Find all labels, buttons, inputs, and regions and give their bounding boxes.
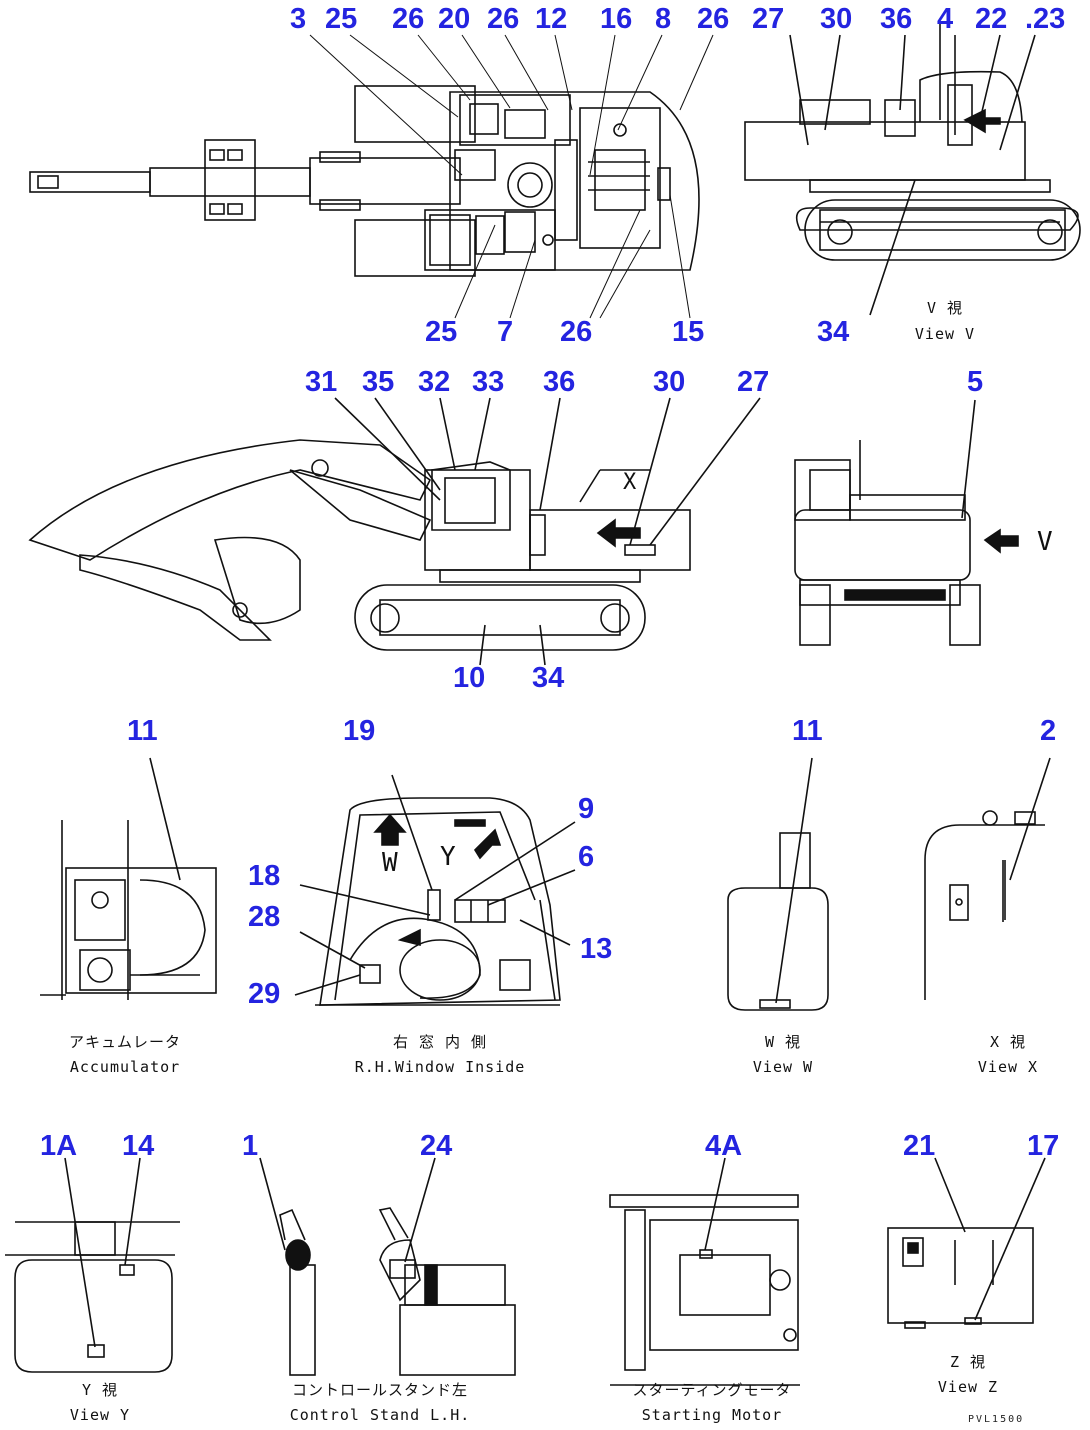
caption-rh-window-jp: 右 窓 内 側 bbox=[392, 1033, 488, 1051]
callout-31: 31 bbox=[305, 366, 338, 398]
caption-view-y-jp: Y 視 bbox=[81, 1381, 119, 1399]
view-x-letter: X bbox=[623, 470, 637, 495]
caption-view-z-jp: Z 視 bbox=[949, 1353, 987, 1371]
callout-18: 18 bbox=[248, 860, 281, 892]
view-w-letter: W bbox=[382, 848, 398, 878]
view-y-letter: Y bbox=[440, 842, 456, 872]
callout-3: 3 bbox=[290, 3, 307, 35]
caption-view-v-en: View V bbox=[914, 325, 976, 343]
window-inside-drawing bbox=[294, 774, 576, 1006]
caption-view-w-en: View W bbox=[752, 1058, 814, 1076]
callout-30: 30 bbox=[820, 3, 853, 35]
callout-9: 9 bbox=[578, 793, 595, 825]
callout-29: 29 bbox=[248, 978, 281, 1010]
callout-4: 4 bbox=[937, 3, 954, 35]
callout-33: 33 bbox=[472, 366, 505, 398]
callout-7: 7 bbox=[497, 316, 514, 348]
callout-21: 21 bbox=[903, 1130, 936, 1162]
callout-14: 14 bbox=[122, 1130, 155, 1162]
callout-36: 36 bbox=[543, 366, 576, 398]
callout-26: 26 bbox=[487, 3, 520, 35]
caption-accumulator-en: Accumulator bbox=[69, 1058, 181, 1076]
callout-36: 36 bbox=[880, 3, 913, 35]
plan-leaders bbox=[309, 34, 714, 319]
callout-20: 20 bbox=[438, 3, 471, 35]
callout-12: 12 bbox=[535, 3, 568, 35]
callout-27: 27 bbox=[737, 366, 770, 398]
caption-view-w-jp: W 視 bbox=[764, 1033, 802, 1051]
view-v-letter: V bbox=[1037, 527, 1053, 557]
callout-10: 10 bbox=[453, 662, 486, 694]
starting-motor-drawing bbox=[609, 1157, 800, 1386]
callout-17: 17 bbox=[1027, 1130, 1060, 1162]
control-stand-drawing bbox=[259, 1157, 516, 1376]
view-z-drawing bbox=[887, 1157, 1046, 1329]
callout-19: 19 bbox=[343, 715, 376, 747]
callout-4A: 4A bbox=[705, 1130, 743, 1162]
side-view-drawing bbox=[28, 397, 761, 666]
callout-24: 24 bbox=[420, 1130, 453, 1162]
caption-view-y-en: View Y bbox=[69, 1406, 131, 1424]
caption-view-x-jp: X 視 bbox=[989, 1033, 1027, 1051]
callout-8: 8 bbox=[655, 3, 672, 35]
caption-accumulator-jp: アキュムレータ bbox=[68, 1033, 182, 1051]
caption-view-z-en: View Z bbox=[937, 1378, 999, 1396]
callout-13: 13 bbox=[580, 933, 613, 965]
callout-26: 26 bbox=[697, 3, 730, 35]
view-x-drawing bbox=[924, 757, 1051, 1000]
caption-view-x-en: View X bbox=[977, 1058, 1039, 1076]
callout-34: 34 bbox=[532, 662, 565, 694]
callout-32: 32 bbox=[418, 366, 451, 398]
callout-26: 26 bbox=[560, 316, 593, 348]
plan-view-drawing bbox=[29, 85, 700, 277]
callout-35: 35 bbox=[362, 366, 395, 398]
callout-22: 22 bbox=[975, 3, 1008, 35]
callout-27: 27 bbox=[752, 3, 785, 35]
drawing-code: PVL1500 bbox=[968, 1414, 1025, 1425]
callout-25: 25 bbox=[425, 316, 458, 348]
caption-control-stand-en: Control Stand L.H. bbox=[289, 1406, 471, 1424]
callout-34: 34 bbox=[817, 316, 850, 348]
rear-view-drawing bbox=[794, 399, 1019, 646]
view-v-drawing bbox=[744, 24, 1081, 316]
callout-25: 25 bbox=[325, 3, 358, 35]
callout-30: 30 bbox=[653, 366, 686, 398]
caption-control-stand-jp: コントロールスタンド左 bbox=[291, 1381, 469, 1399]
callout-26: 26 bbox=[392, 3, 425, 35]
callout-11: 11 bbox=[792, 715, 823, 747]
callout-16: 16 bbox=[600, 3, 633, 35]
callout-5: 5 bbox=[967, 366, 984, 398]
callout-2: 2 bbox=[1040, 715, 1057, 747]
caption-view-v-jp: V 視 bbox=[926, 299, 964, 317]
view-y-drawing bbox=[5, 1157, 180, 1373]
view-w-drawing bbox=[727, 757, 829, 1011]
caption-starting-motor-en: Starting Motor bbox=[641, 1406, 783, 1424]
callout-1A: 1A bbox=[40, 1130, 78, 1162]
callout-1: 1 bbox=[242, 1130, 259, 1162]
callout-15: 15 bbox=[672, 316, 705, 348]
callout-28: 28 bbox=[248, 901, 281, 933]
callout-11: 11 bbox=[127, 715, 158, 747]
callout-6: 6 bbox=[578, 841, 595, 873]
callout-23: .23 bbox=[1025, 3, 1066, 35]
caption-starting-motor-jp: スターティングモータ bbox=[632, 1381, 792, 1399]
accumulator-drawing bbox=[40, 757, 217, 1000]
caption-rh-window-en: R.H.Window Inside bbox=[354, 1058, 526, 1076]
